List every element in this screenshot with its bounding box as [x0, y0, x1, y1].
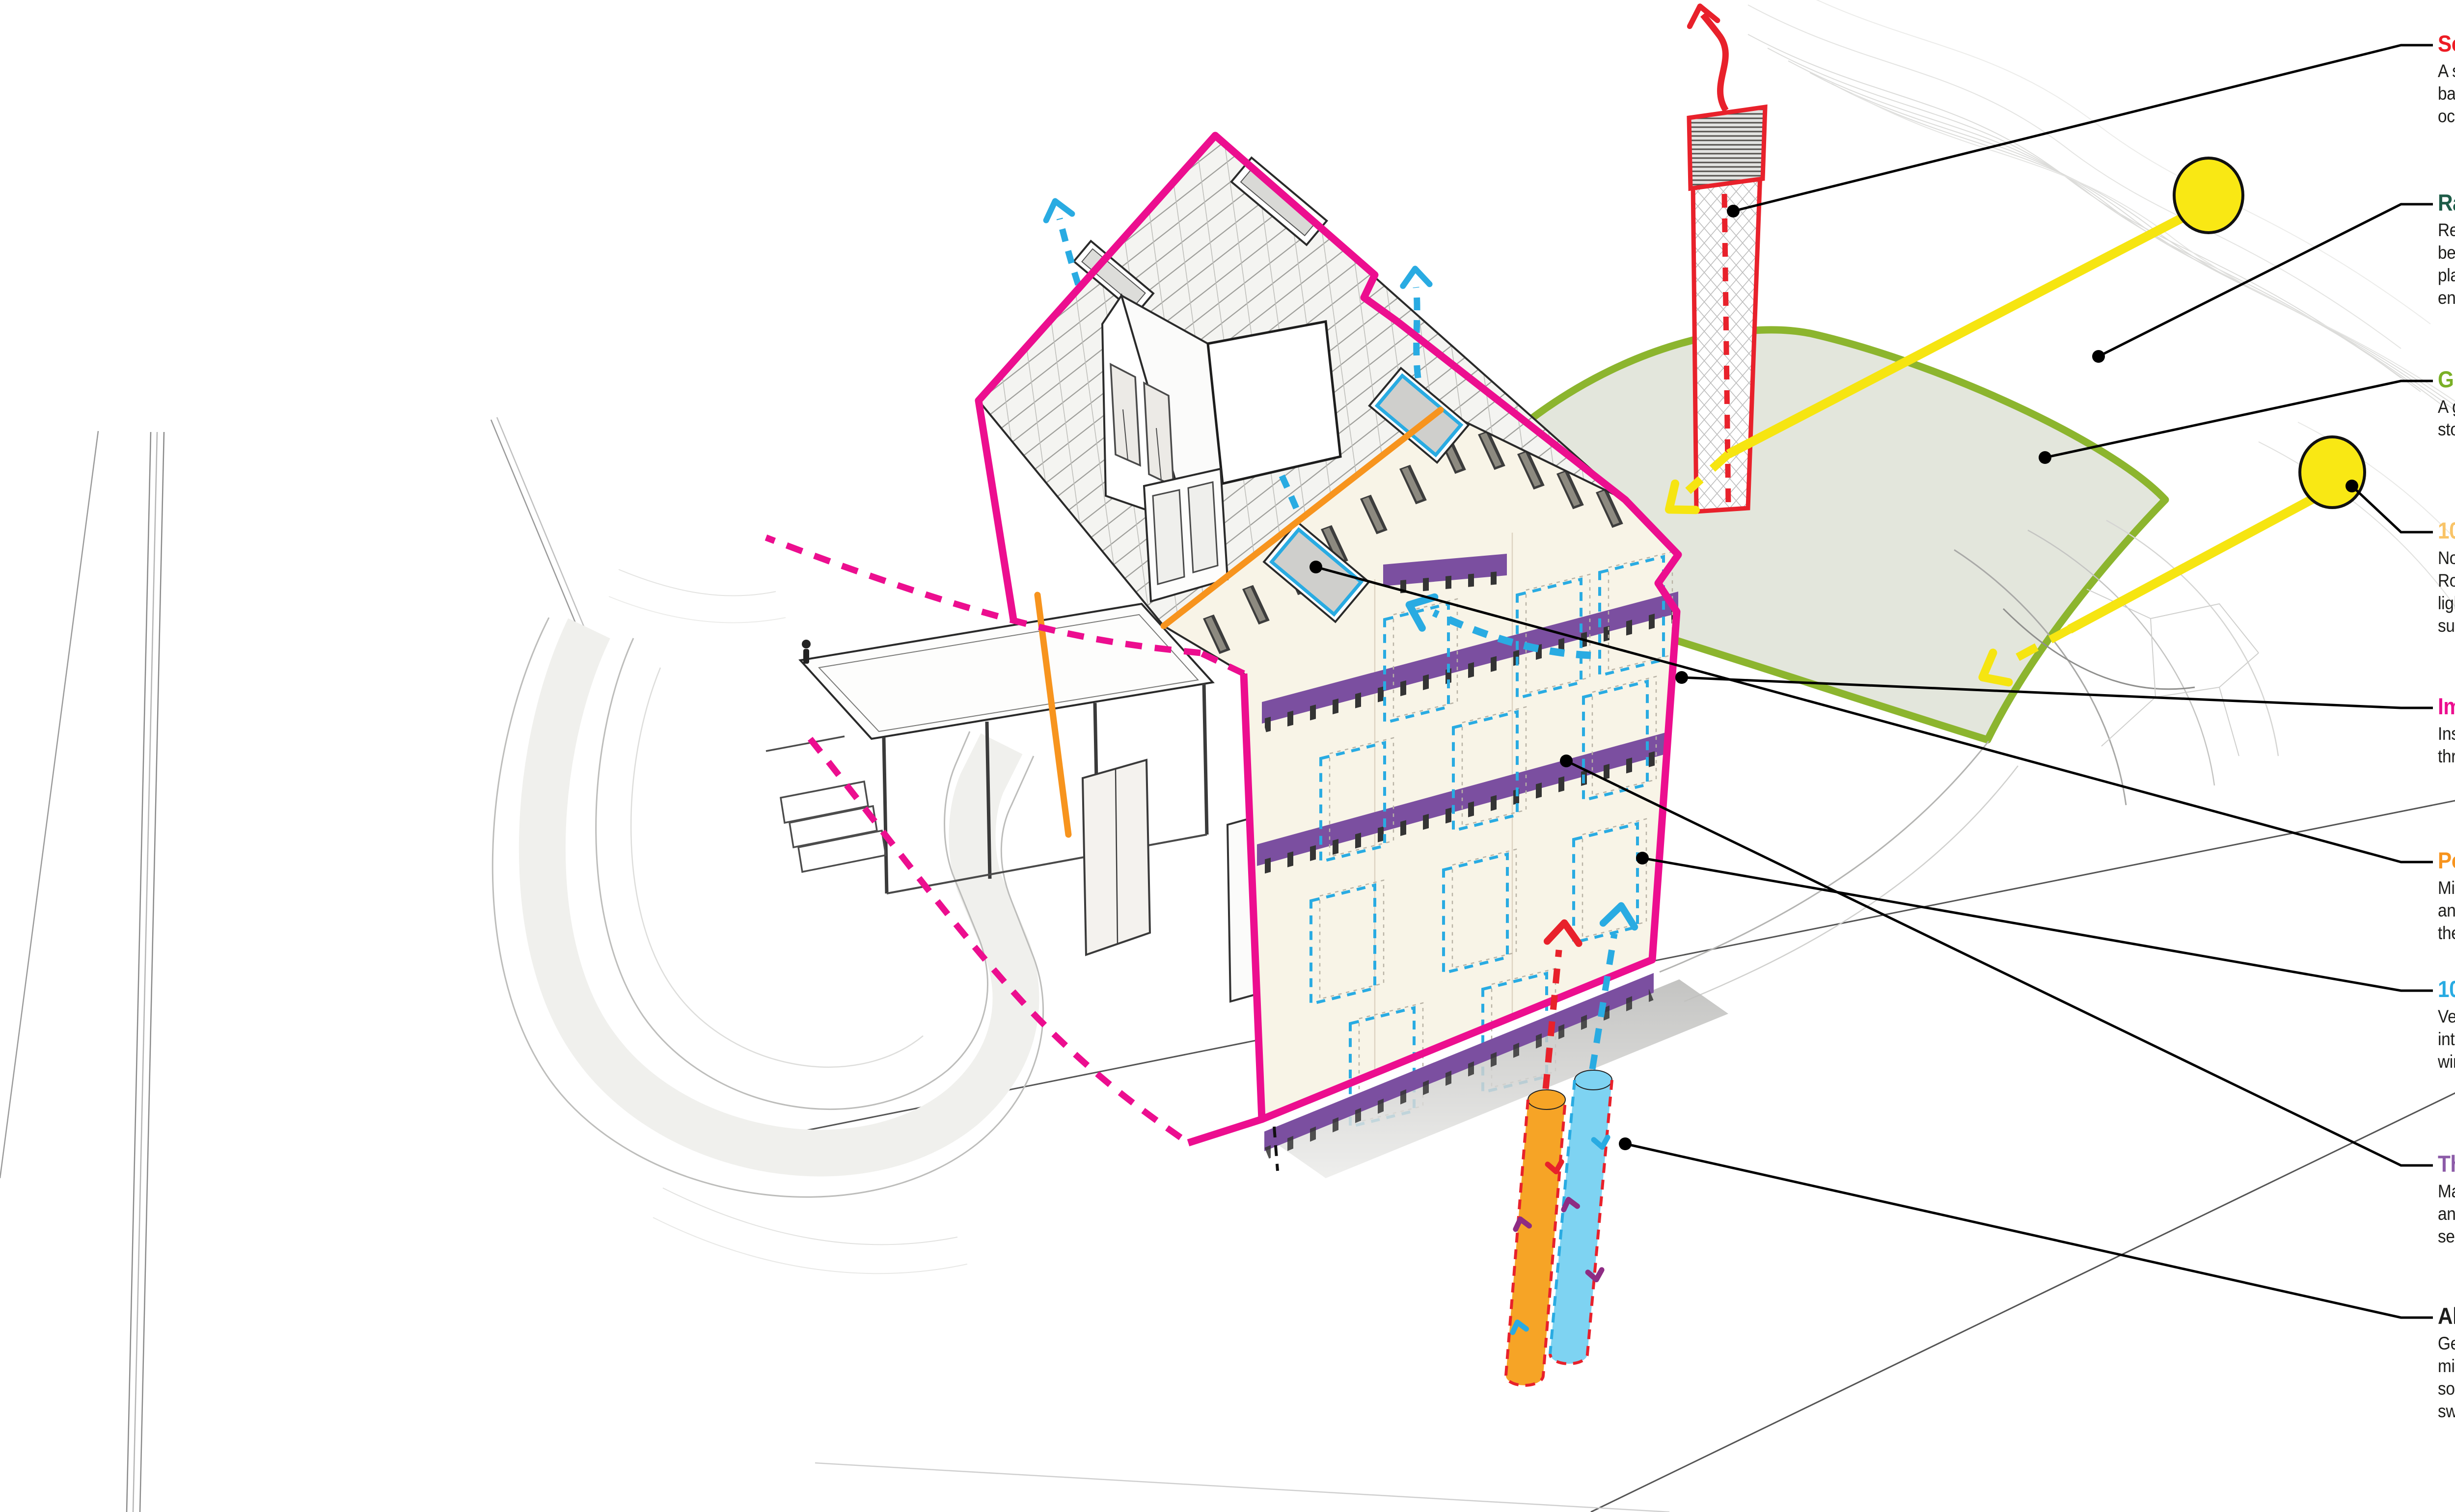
annotation-rain-garden: Rain Garden and Landscape Replacing an e… — [2438, 190, 2455, 309]
leader-dots — [1309, 205, 2358, 1150]
solar-thermal-panel — [1206, 320, 1342, 486]
annotation-title: Power Production — [2438, 847, 2455, 873]
annotation-title: Thermal Energy Storage — [2438, 1151, 2455, 1177]
leader-geothermal — [1625, 1142, 2433, 1319]
person-figure — [802, 640, 811, 664]
well-risers — [1542, 904, 1637, 1089]
leader-daylight — [2351, 485, 2433, 534]
cool-well — [1549, 1070, 1613, 1365]
warm-well — [1504, 1089, 1567, 1387]
annotation-ventilation: 100% Natural Ventilation Ventilation is … — [2438, 977, 2455, 1073]
leader-lines — [1309, 44, 2433, 1319]
annotation-solar-vent: Solar Vent A solar vent uses sunlight to… — [2438, 31, 2455, 128]
improved-envelope-outline — [764, 132, 1682, 1147]
annotation-body: Replacing an existing parking lot, excav… — [2438, 220, 2455, 308]
annotation-title: Rain Garden and Landscape — [2438, 189, 2455, 216]
driveway-loop — [491, 617, 1044, 1198]
leader-ventilation — [1642, 857, 2433, 992]
geothermal-wells — [1504, 904, 1637, 1387]
annotation-daylight: 100% Daylight Autonomy No artificial lig… — [2438, 518, 2455, 637]
annotation-body: Ventilation is maintained through smart … — [2438, 1006, 2455, 1072]
sun-icon — [2298, 435, 2366, 509]
vent-exhaust-arrow — [1686, 3, 1729, 112]
vent-updraft-line — [1721, 193, 1731, 506]
annotation-power: Power Production Minimal on site power n… — [2438, 848, 2455, 945]
berm-bank — [1277, 979, 1728, 1178]
annotation-title: 100% Natural Ventilation — [2438, 976, 2455, 1002]
sun-ray — [2067, 491, 2321, 634]
smart-skylight — [1368, 367, 1470, 464]
dormer-window — [1110, 363, 1141, 467]
dormer — [1101, 293, 1224, 527]
annotation-envelope: Improved Envelope Insulation, air tightn… — [2438, 694, 2455, 768]
leader-green-roof — [2045, 379, 2433, 459]
house-roof — [977, 134, 1626, 838]
monitor-windows — [1143, 467, 1229, 603]
envelope-dashed-extension — [807, 736, 1190, 1146]
dormer-window — [1143, 381, 1174, 487]
leader-rain-garden — [2098, 203, 2433, 358]
annotation-green-roof: Green Roof A green roof is integrated wi… — [2438, 367, 2455, 441]
vent-cap — [1687, 104, 1768, 191]
annotation-body: Mass is increased in the house by adding… — [2438, 1181, 2455, 1246]
annotation-heating-cooling: Almost Zero energy for Heating/Cooling G… — [2438, 1304, 2455, 1423]
solar-vent-chimney — [1686, 3, 1768, 514]
daylight-group — [1659, 157, 2366, 692]
annotation-title: Green Roof — [2438, 366, 2455, 392]
annotation-body: A solar vent uses sunlight to create the… — [2438, 61, 2455, 126]
roof-eave-lines — [1034, 406, 1444, 838]
attic-vent-arrow — [1403, 589, 1591, 659]
rain-garden-crater — [1659, 519, 2279, 1002]
leader-solar-vent — [1733, 44, 2433, 213]
leader-envelope — [1681, 676, 2433, 709]
porch-steps — [765, 735, 887, 873]
leader-power — [1315, 566, 2433, 864]
sun-icon — [2173, 157, 2244, 234]
annotation-body: No artificial light is required during d… — [2438, 548, 2455, 636]
annotation-title: 100% Daylight Autonomy — [2438, 517, 2455, 543]
annotation-thermal: Thermal Energy Storage Mass is increased… — [2438, 1152, 2455, 1248]
annotation-body: Geothermal wells provide all heating and… — [2438, 1333, 2455, 1421]
sun-ray — [1726, 213, 2186, 459]
leader-thermal — [1565, 759, 2433, 1167]
annotation-title: Solar Vent — [2438, 30, 2455, 56]
annotation-title: Improved Envelope — [2438, 693, 2455, 719]
annotation-title: Almost Zero energy for Heating/Cooling — [2438, 1304, 2455, 1328]
annotation-body: Minimal on site power needs are met by p… — [2438, 878, 2455, 943]
annotation-body: A green roof is integrated with the land… — [2438, 397, 2455, 439]
title-prefix: Almost Zero energy for — [2438, 1303, 2455, 1329]
annotation-body: Insulation, air tightness and waterproof… — [2438, 724, 2455, 766]
